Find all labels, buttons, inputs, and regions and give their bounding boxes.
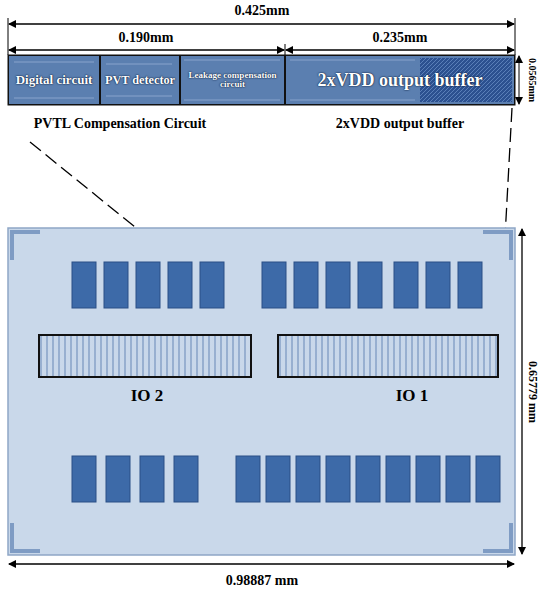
bond-pad xyxy=(326,262,350,308)
dimension-tick xyxy=(8,18,9,55)
dimension-arrow xyxy=(519,56,520,104)
bond-pad xyxy=(296,456,320,502)
bond-pad xyxy=(294,262,318,308)
bond-pad xyxy=(446,456,470,502)
circuit-block: 2xVDD output buffer xyxy=(285,55,515,105)
bond-pad xyxy=(426,262,450,308)
bond-pad xyxy=(416,456,440,502)
metal-line xyxy=(184,100,280,101)
bond-pad xyxy=(356,456,380,502)
metal-line xyxy=(14,62,94,63)
section-label: 2xVDD output buffer xyxy=(334,117,466,131)
dimension-arrow xyxy=(9,563,514,564)
die-photo xyxy=(8,228,515,555)
pad-row xyxy=(72,262,500,502)
block-label: Digital circuit xyxy=(13,73,96,87)
metal-line xyxy=(14,98,94,99)
metal-line xyxy=(184,60,280,61)
bond-pad xyxy=(386,456,410,502)
metal-line xyxy=(290,100,415,101)
io-label: IO 1 xyxy=(396,386,429,406)
bond-pad xyxy=(458,262,482,308)
io-cell-box: IO 2 xyxy=(38,334,252,378)
dimension-arrow xyxy=(521,229,522,554)
bond-pad xyxy=(72,456,96,502)
corner-marks xyxy=(10,230,513,553)
bond-pad xyxy=(72,262,96,308)
bond-pad xyxy=(262,262,286,308)
block-label: 2xVDD output buffer xyxy=(314,71,485,90)
dimension-arrow xyxy=(9,49,284,50)
bond-pad xyxy=(174,456,198,502)
corner-mark xyxy=(483,523,513,553)
block-label: PVT detector xyxy=(102,74,178,87)
bond-pad xyxy=(106,456,130,502)
bond-pad xyxy=(136,262,160,308)
dimension-tick xyxy=(285,44,286,55)
dimension-arrow xyxy=(9,23,514,24)
bond-pad xyxy=(358,262,382,308)
section-label: PVTL Compensation Circuit xyxy=(32,117,208,131)
bond-pad xyxy=(200,262,224,308)
corner-mark xyxy=(483,230,513,260)
dimension-label: 0.0565mm xyxy=(527,56,537,104)
bond-pad xyxy=(236,456,260,502)
layout-strip xyxy=(8,55,515,105)
block-label: Leakage compensation circuit xyxy=(181,71,284,90)
bond-pad xyxy=(140,456,164,502)
dimension-label: 0.425mm xyxy=(233,4,292,18)
io-cell-box: IO 1 xyxy=(277,334,499,378)
dimension-label: 0.190mm xyxy=(117,31,176,45)
corner-mark xyxy=(10,523,40,553)
dimension-label: 0.235mm xyxy=(371,31,430,45)
dimension-label: 0.98887 mm xyxy=(224,574,300,588)
circuit-block: PVT detector xyxy=(100,55,180,105)
circuit-block: Digital circuit xyxy=(8,55,100,105)
bond-pad xyxy=(266,456,290,502)
bond-pad xyxy=(104,262,128,308)
dimension-arrow xyxy=(286,49,514,50)
circuit-block: Leakage compensation circuit xyxy=(180,55,285,105)
io-label: IO 2 xyxy=(131,386,164,406)
metal-line xyxy=(106,96,172,97)
metal-line xyxy=(290,60,415,61)
metal-line xyxy=(106,64,172,65)
bond-pad xyxy=(394,262,418,308)
bond-pad xyxy=(326,456,350,502)
bond-pad xyxy=(476,456,500,502)
bond-pad xyxy=(168,262,192,308)
corner-mark xyxy=(10,230,40,260)
dimension-tick xyxy=(515,18,516,55)
dimension-label: 0.65779 mm xyxy=(527,359,539,425)
